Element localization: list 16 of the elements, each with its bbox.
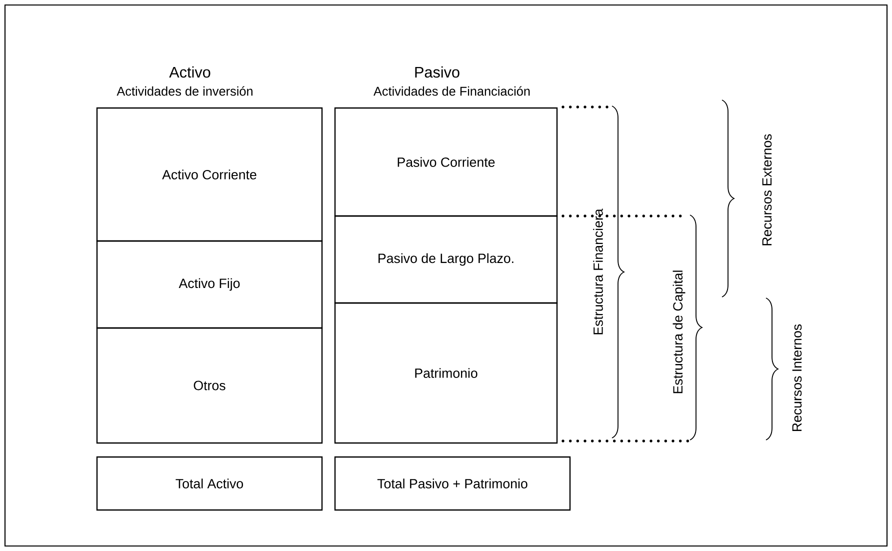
balance-box: Pasivo de Largo Plazo. bbox=[334, 215, 558, 304]
balance-box: Activo Fijo bbox=[96, 240, 323, 329]
balance-box: Total Activo bbox=[96, 456, 323, 511]
brace-label: Estructura Financiera bbox=[593, 208, 603, 334]
column-heading: Actividades de inversión bbox=[116, 86, 252, 96]
balance-box: Otros bbox=[96, 327, 323, 444]
column-heading: Actividades de Financiación bbox=[374, 86, 530, 96]
brace-label: Recursos Internos bbox=[792, 324, 802, 432]
brace-label: Recursos Externos bbox=[762, 134, 772, 246]
balance-box: Activo Corriente bbox=[96, 107, 323, 242]
balance-box: Total Pasivo + Patrimonio bbox=[334, 456, 571, 511]
brace-label: Estructura de Capital bbox=[672, 270, 686, 394]
balance-box: Patrimonio bbox=[334, 302, 558, 444]
column-heading: Pasivo bbox=[415, 66, 460, 78]
balance-box: Pasivo Corriente bbox=[334, 107, 558, 217]
column-heading: Activo bbox=[169, 66, 210, 78]
